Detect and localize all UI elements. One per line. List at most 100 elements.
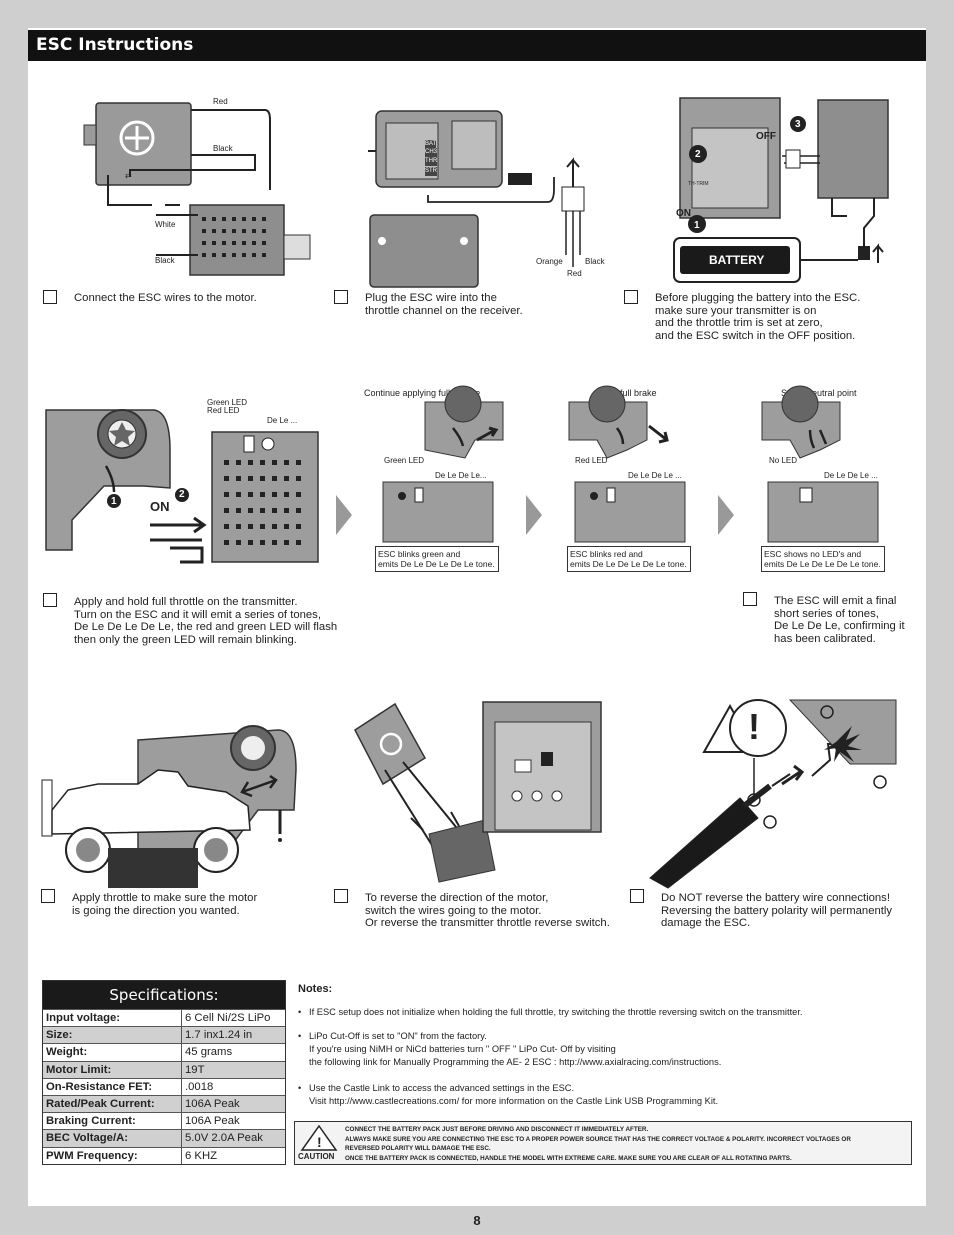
spec-row: Size:1.7 inx1.24 in <box>43 1026 285 1044</box>
caution-line: CONNECT THE BATTERY PACK JUST BEFORE DRI… <box>345 1126 649 1133</box>
note-item: LiPo Cut-Off is set to "ON" from the fac… <box>309 1031 722 1067</box>
step1-text: Connect the ESC wires to the motor. <box>74 292 257 304</box>
spec-row: Motor Limit:19T <box>43 1060 285 1078</box>
led-label-green: Green LED <box>207 398 248 407</box>
step3-text: Before plugging the battery into the ESC… <box>655 292 861 342</box>
step3-illustration <box>673 97 889 283</box>
led-label-red: Red LED <box>207 406 240 415</box>
step2-checkbox[interactable] <box>334 290 348 304</box>
note-bullet: • <box>298 1031 302 1041</box>
step1-checkbox[interactable] <box>43 290 57 304</box>
note-bullet: • <box>298 1083 302 1093</box>
note-bullet: • <box>298 1007 302 1017</box>
spec-label: Input voltage: <box>43 1010 182 1027</box>
spec-label: Size: <box>43 1027 182 1044</box>
spec-value: 6 KHZ <box>185 1149 218 1162</box>
step7-checkbox[interactable] <box>334 889 348 903</box>
tone-label: De Le ... <box>267 416 298 425</box>
panel1-caption: ESC blinks green and emits De Le De Le D… <box>375 546 499 572</box>
spec-row: Braking Current:106A Peak <box>43 1112 285 1130</box>
page-title: ESC Instructions <box>28 30 926 61</box>
wire-label-black-2: Black <box>155 256 175 265</box>
step8-text: Do NOT reverse the battery wire connecti… <box>661 892 893 930</box>
trim-label: TH-TRIM <box>688 181 709 187</box>
spec-value: 5.0V 2.0A Peak <box>185 1132 263 1145</box>
step2-illustration <box>368 110 585 288</box>
panel2-led-label: Red LED <box>575 456 608 465</box>
panel2-heading: Apply full brake <box>595 388 657 398</box>
specifications-title: Specifications: <box>43 981 285 1009</box>
caution-box: ! CAUTION CONNECT THE BATTERY PACK JUST … <box>294 1121 912 1165</box>
spec-row: Input voltage:6 Cell Ni/2S LiPo <box>43 1009 285 1027</box>
panel2-tone: De Le De Le ... <box>628 471 682 480</box>
heat-sink-grid <box>202 217 266 257</box>
receiver-channel-thr: THR <box>425 157 438 166</box>
wire-label-orange: Orange <box>536 257 563 266</box>
receiver-channel-str: STR <box>425 167 437 176</box>
note-item: Use the Castle Link to access the advanc… <box>309 1083 719 1106</box>
step4-illustration <box>45 409 319 564</box>
spec-label: Motor Limit: <box>43 1061 182 1078</box>
step4-checkbox[interactable] <box>43 593 57 607</box>
spec-row: BEC Voltage/A:5.0V 2.0A Peak <box>43 1129 285 1147</box>
step5-text: The ESC will emit a final short series o… <box>774 595 905 645</box>
wire-label-white: White <box>155 220 176 229</box>
spec-value: 106A Peak <box>185 1115 240 1128</box>
warning-triangle-icon: ! <box>300 1124 338 1151</box>
spec-value: 1.7 inx1.24 in <box>185 1029 253 1042</box>
panel3-illustration <box>761 385 879 543</box>
spec-row: Weight:45 grams <box>43 1043 285 1061</box>
step8-illustration <box>649 699 897 889</box>
switch-label-on: ON <box>676 208 691 219</box>
step1-illustration: ⇄ <box>83 102 311 276</box>
caution-line: ALWAYS MAKE SURE YOU ARE CONNECTING THE … <box>345 1135 851 1143</box>
step2-text: Plug the ESC wire into the throttle chan… <box>365 292 523 317</box>
wire-label-black-3: Black <box>585 257 605 266</box>
step7-text: To reverse the direction of the motor, s… <box>365 892 610 930</box>
step3-badge-1: 1 <box>694 220 700 231</box>
caution-text: CONNECT THE BATTERY PACK JUST BEFORE DRI… <box>345 1125 851 1164</box>
caution-line: ONCE THE BATTERY PACK IS CONNECTED, HAND… <box>345 1155 792 1163</box>
step5-checkbox[interactable] <box>743 592 757 606</box>
spec-row: Rated/Peak Current:106A Peak <box>43 1094 285 1113</box>
page-number: 8 <box>473 1213 481 1228</box>
caution-line: REVERSED POLARITY WILL DAMAGE THE ESC. <box>345 1145 491 1153</box>
panel1-heading: Continue applying full throttle <box>364 388 481 398</box>
battery-label: BATTERY <box>709 253 765 267</box>
exclamation-icon: ! <box>748 706 760 747</box>
panel1-illustration <box>382 385 504 543</box>
specifications-table: Specifications: Input voltage:6 Cell Ni/… <box>42 980 286 1165</box>
notes-title: Notes: <box>298 983 333 995</box>
flow-arrow-3 <box>718 495 734 535</box>
step6-checkbox[interactable] <box>41 889 55 903</box>
step3-badge-2: 2 <box>695 149 701 160</box>
caution-label: CAUTION <box>298 1152 335 1161</box>
spec-label: Rated/Peak Current: <box>43 1095 182 1113</box>
spec-row: On-Resistance FET:.0018 <box>43 1077 285 1095</box>
panel3-heading: Set to neutral point <box>781 388 857 398</box>
spec-label: PWM Frequency: <box>43 1147 182 1164</box>
svg-text:!: ! <box>317 1134 322 1150</box>
wire-label-red-2: Red <box>567 269 582 278</box>
panel2-illustration <box>568 385 686 543</box>
switch-label-off: OFF <box>756 131 776 142</box>
receiver-channel-bat: BAT <box>425 140 437 149</box>
panel1-led-label: Green LED <box>384 456 425 465</box>
flow-arrow-1 <box>336 495 352 535</box>
spec-label: BEC Voltage/A: <box>43 1130 182 1147</box>
step7-illustration <box>354 701 602 883</box>
step3-checkbox[interactable] <box>624 290 638 304</box>
step4-badge-2: 2 <box>179 489 185 500</box>
step4-text: Apply and hold full throttle on the tran… <box>74 596 338 646</box>
spec-value: .0018 <box>185 1080 214 1093</box>
spec-label: On-Resistance FET: <box>43 1078 182 1095</box>
panel2-caption: ESC blinks red and emits De Le De Le De … <box>567 546 691 572</box>
spec-row: PWM Frequency:6 KHZ <box>43 1146 285 1164</box>
panel1-tone: De Le De Le... <box>435 471 487 480</box>
step6-text: Apply throttle to make sure the motor is… <box>72 892 258 917</box>
wire-label-black: Black <box>213 144 233 153</box>
step4-badge-1: 1 <box>111 496 117 507</box>
step8-checkbox[interactable] <box>630 889 644 903</box>
on-label: ON <box>150 499 170 514</box>
spec-value: 106A Peak <box>185 1097 240 1110</box>
